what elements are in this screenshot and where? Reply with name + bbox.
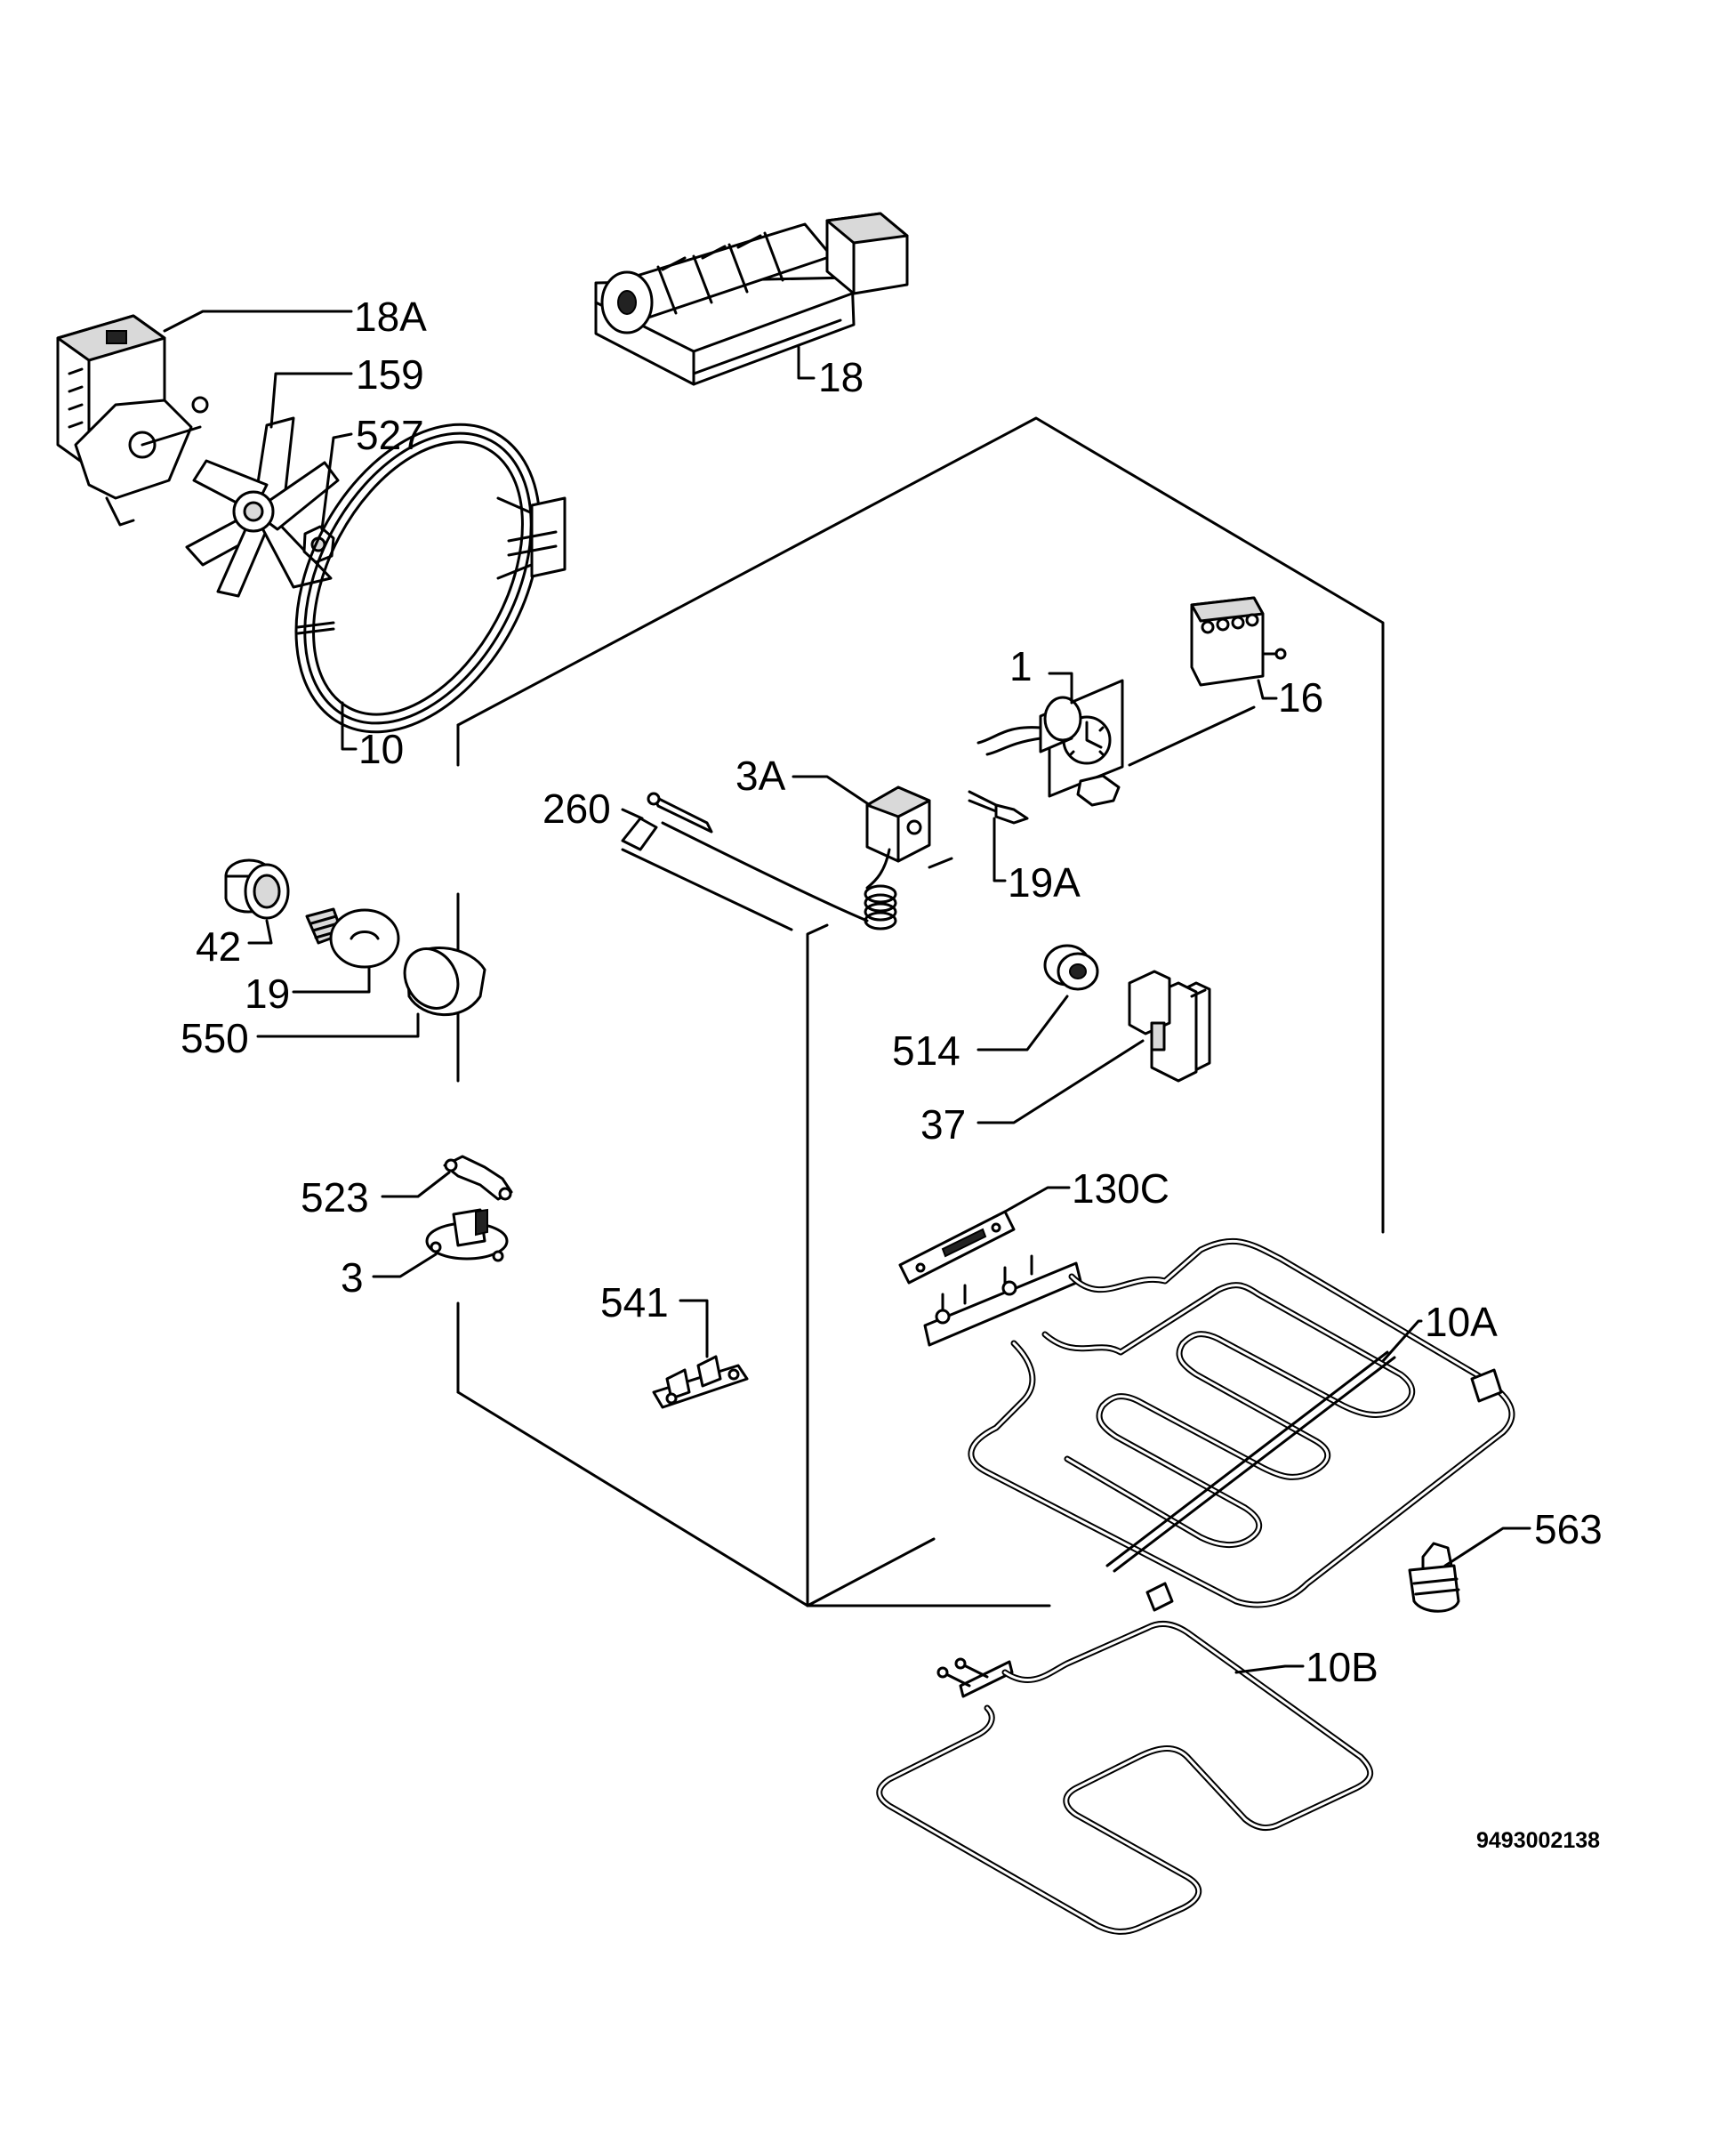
lamp-bulb xyxy=(305,907,400,969)
terminal-block xyxy=(652,1355,749,1409)
part-label-10a: 10A xyxy=(1425,1299,1498,1345)
part-label-37: 37 xyxy=(920,1101,966,1148)
part-label-18: 18 xyxy=(818,354,864,400)
part-label-3: 3 xyxy=(341,1254,364,1301)
part-label-260: 260 xyxy=(542,786,611,832)
drawing-number: 9493002138 xyxy=(1476,1828,1600,1853)
part-label-541: 541 xyxy=(600,1279,669,1325)
part-labels: 18A 159 527 18 10 1 16 3A 260 19A 42 19 … xyxy=(181,294,1603,1853)
leader-10 xyxy=(341,701,358,751)
part-label-523: 523 xyxy=(301,1174,369,1221)
part-label-1: 1 xyxy=(1009,643,1033,689)
part-label-10: 10 xyxy=(358,726,404,772)
leader-37 xyxy=(976,1039,1145,1124)
part-label-19: 19 xyxy=(245,971,290,1017)
door-switch xyxy=(1128,970,1211,1083)
leader-514 xyxy=(976,995,1069,1051)
cover-plate xyxy=(898,1210,1016,1285)
leader-10a xyxy=(1381,1319,1423,1363)
part-label-16: 16 xyxy=(1278,674,1323,721)
fan-blade xyxy=(185,416,340,598)
wire-bracket xyxy=(443,1155,513,1201)
leader-3 xyxy=(372,1253,438,1278)
oven-thermostat xyxy=(661,786,953,931)
part-label-563: 563 xyxy=(1534,1506,1603,1552)
part-label-159: 159 xyxy=(356,351,424,398)
oven-cavity xyxy=(456,416,1385,1607)
leader-550 xyxy=(256,1012,420,1038)
circular-element xyxy=(294,423,567,734)
leader-19 xyxy=(292,965,371,994)
timer xyxy=(976,679,1256,807)
part-label-19a: 19A xyxy=(1008,859,1081,906)
part-label-10b: 10B xyxy=(1306,1644,1378,1690)
part-label-3a: 3A xyxy=(735,753,786,799)
leader-527 xyxy=(320,432,353,531)
grommet xyxy=(1043,944,1099,991)
leader-3a xyxy=(792,775,872,807)
grill-element xyxy=(923,1237,1515,1612)
leader-260 xyxy=(621,808,644,820)
selector-switch xyxy=(1190,596,1287,687)
part-label-130c: 130C xyxy=(1072,1165,1169,1212)
fan-motor xyxy=(56,314,209,527)
leader-42 xyxy=(247,919,273,945)
lamp-cover xyxy=(1408,1542,1460,1613)
bottom-element xyxy=(876,1620,1374,1935)
lamp-glass xyxy=(403,947,486,1017)
leader-19a xyxy=(993,817,1007,882)
leader-563 xyxy=(1443,1527,1531,1567)
leader-10b xyxy=(1234,1664,1305,1674)
leader-541 xyxy=(679,1299,709,1358)
lamp-holder xyxy=(224,858,290,920)
part-label-550: 550 xyxy=(181,1015,249,1061)
leader-18 xyxy=(797,345,816,380)
part-label-514: 514 xyxy=(892,1027,960,1074)
safety-thermostat xyxy=(425,1208,509,1262)
leader-523 xyxy=(381,1171,451,1198)
leader-159 xyxy=(269,372,353,429)
leader-16 xyxy=(1257,679,1278,700)
part-label-42: 42 xyxy=(196,923,241,970)
leader-130c xyxy=(1003,1186,1071,1213)
probe xyxy=(621,792,713,851)
lamp-19a xyxy=(968,790,1029,825)
part-label-527: 527 xyxy=(356,412,424,458)
leader-18a xyxy=(163,310,353,333)
part-label-18a: 18A xyxy=(354,294,427,340)
cooling-fan xyxy=(594,212,909,386)
leader-1 xyxy=(1048,672,1073,705)
